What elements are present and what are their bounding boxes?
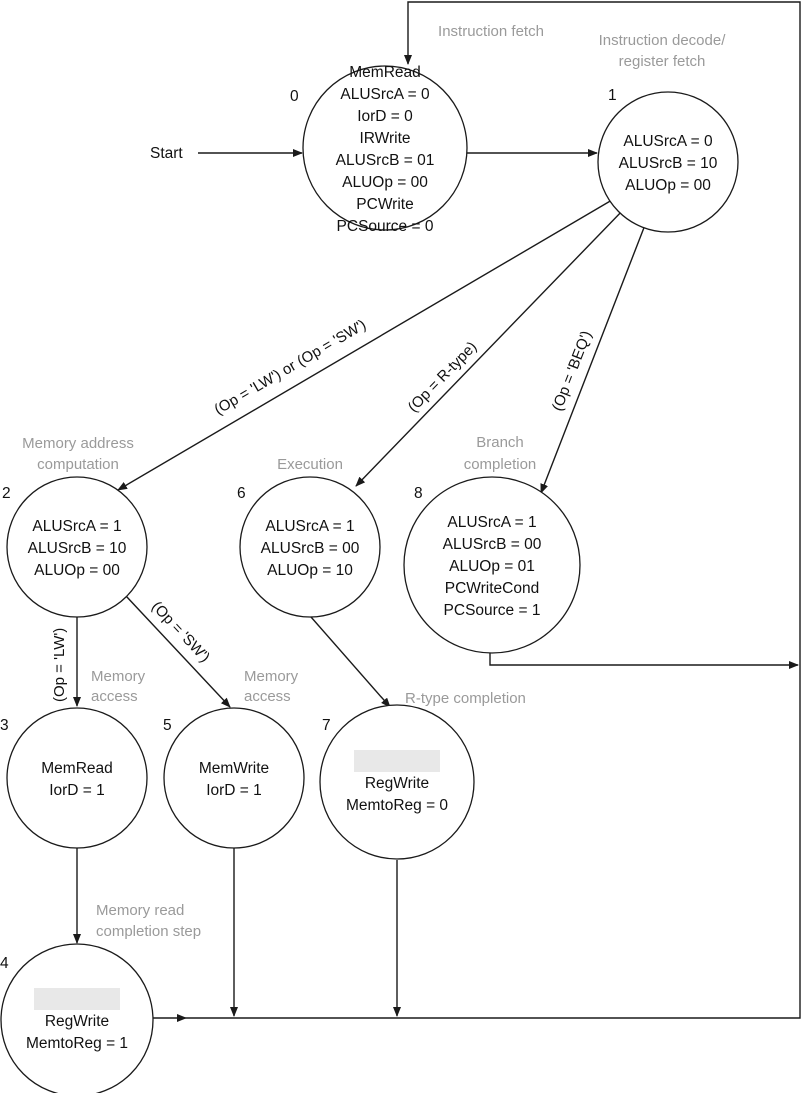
phase-label: completion bbox=[464, 456, 537, 473]
phase-label: Memory address bbox=[22, 435, 134, 452]
condition-lw: (Op = 'LW') bbox=[51, 628, 68, 702]
edge-1-to-2 bbox=[117, 199, 613, 491]
edge-1-to-8 bbox=[540, 224, 646, 494]
state-4: 4 Memory read completion stepRegWriteMemto… bbox=[0, 902, 201, 1093]
state-number: 0 bbox=[290, 88, 299, 105]
state-circle bbox=[239, 476, 381, 618]
control-signal: MemtoReg = 0 bbox=[346, 797, 448, 814]
state-number: 7 bbox=[322, 717, 331, 734]
condition-lw-or-sw: (Op = 'LW') or (Op = 'SW') bbox=[211, 316, 369, 418]
edges bbox=[73, 1, 801, 1022]
state-circle bbox=[6, 707, 148, 849]
control-signal: ALUOp = 10 bbox=[267, 562, 353, 579]
state-circle bbox=[163, 707, 305, 849]
state-number: 2 bbox=[2, 485, 11, 502]
state-1: 1 Instruction decode/register fetchALUSrc… bbox=[597, 32, 739, 233]
control-signal: IorD = 1 bbox=[49, 782, 105, 799]
phase-label: completion step bbox=[96, 923, 201, 940]
control-signal: ALUSrcB = 01 bbox=[336, 152, 435, 169]
phase-label: access bbox=[244, 688, 291, 705]
control-signal: ALUSrcB = 00 bbox=[261, 540, 360, 557]
control-signal: ALUOp = 01 bbox=[449, 558, 535, 575]
control-signal: ALUSrcB = 10 bbox=[619, 155, 718, 172]
edge-8-to-bus bbox=[489, 652, 799, 669]
phase-label: Instruction decode/ bbox=[599, 32, 727, 49]
control-signal: ALUOp = 00 bbox=[625, 177, 711, 194]
control-signal: PCSource = 1 bbox=[444, 602, 541, 619]
control-signal: PCSource = 0 bbox=[337, 218, 434, 235]
state-circle bbox=[319, 704, 475, 860]
condition-r-type: (Op = R-type) bbox=[405, 338, 481, 415]
state-circle bbox=[403, 476, 581, 654]
start-label: Start bbox=[150, 145, 183, 162]
state-number: 3 bbox=[0, 717, 9, 734]
blank-signal-bar bbox=[34, 988, 120, 1010]
phase-label: Memory bbox=[91, 668, 146, 685]
state-number: 1 bbox=[608, 87, 617, 104]
blank-signal-bar bbox=[354, 750, 440, 772]
edge-return-to-0 bbox=[186, 1, 801, 1019]
state-circle bbox=[6, 476, 148, 618]
phase-label: Execution bbox=[277, 456, 343, 473]
control-signal: ALUSrcB = 00 bbox=[443, 536, 542, 553]
control-signal: PCWriteCond bbox=[445, 580, 539, 597]
control-signal: ALUSrcA = 1 bbox=[265, 518, 354, 535]
state-number: 8 bbox=[414, 485, 423, 502]
control-signal: ALUSrcA = 0 bbox=[340, 86, 430, 103]
edge-6-to-7 bbox=[310, 616, 391, 708]
state-circle bbox=[0, 943, 154, 1093]
phase-label: access bbox=[91, 688, 138, 705]
phase-label: Instruction fetch bbox=[438, 23, 544, 40]
control-signal: IorD = 0 bbox=[357, 108, 413, 125]
edge-2-to-5 bbox=[125, 595, 231, 708]
phase-label: R-type completion bbox=[405, 690, 526, 707]
state-circle bbox=[302, 65, 468, 231]
control-signal: ALUSrcB = 10 bbox=[28, 540, 127, 557]
control-signal: ALUSrcA = 0 bbox=[623, 133, 713, 150]
condition-sw: (Op = 'SW') bbox=[148, 598, 213, 666]
phase-label: Branch bbox=[476, 434, 524, 451]
control-signal: MemRead bbox=[41, 760, 113, 777]
control-signal: RegWrite bbox=[45, 1013, 109, 1030]
control-signal: IRWrite bbox=[359, 130, 410, 147]
edge-1-to-6 bbox=[355, 207, 626, 487]
phase-label: Memory read bbox=[96, 902, 184, 919]
control-signal: ALUOp = 00 bbox=[342, 174, 428, 191]
control-signal: MemWrite bbox=[199, 760, 269, 777]
state-circle bbox=[597, 91, 739, 233]
control-signal: ALUSrcA = 1 bbox=[32, 518, 121, 535]
state-number: 4 bbox=[0, 955, 9, 972]
phase-label: computation bbox=[37, 456, 119, 473]
state-number: 6 bbox=[237, 485, 246, 502]
state-number: 5 bbox=[163, 717, 172, 734]
control-signal: RegWrite bbox=[365, 775, 429, 792]
control-signal: MemtoReg = 1 bbox=[26, 1035, 128, 1052]
control-signal: MemRead bbox=[349, 64, 421, 81]
phase-label: register fetch bbox=[619, 53, 706, 70]
control-signal: ALUOp = 00 bbox=[34, 562, 120, 579]
control-signal: IorD = 1 bbox=[206, 782, 262, 799]
phase-label: Memory bbox=[244, 668, 299, 685]
control-signal: PCWrite bbox=[356, 196, 413, 213]
control-signal: ALUSrcA = 1 bbox=[447, 514, 536, 531]
